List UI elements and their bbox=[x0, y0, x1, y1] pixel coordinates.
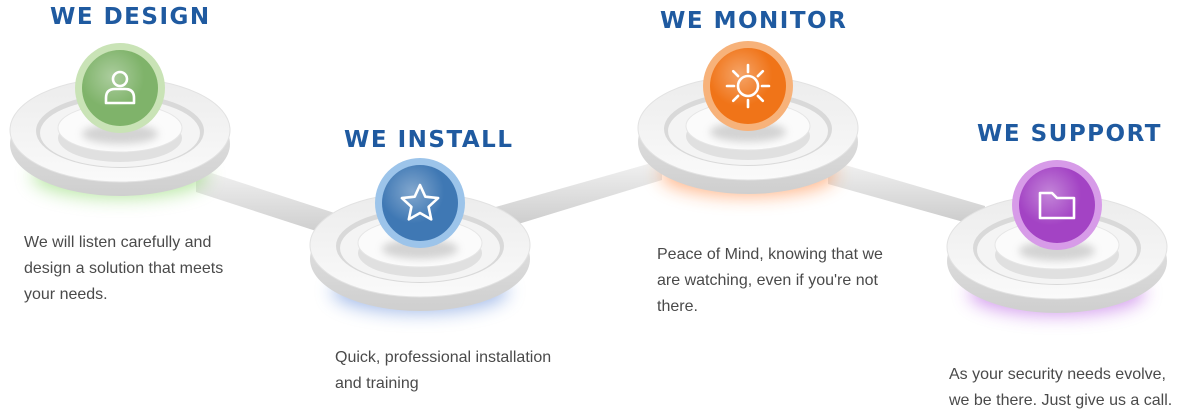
connector-beam bbox=[828, 160, 985, 228]
step-title-design: WE DESIGN bbox=[50, 4, 211, 30]
orb-shadow bbox=[82, 124, 158, 144]
step-node-design bbox=[9, 43, 231, 198]
sun-icon bbox=[725, 63, 771, 109]
step-node-support bbox=[946, 160, 1168, 315]
step-description-install: Quick, professional installation and tra… bbox=[335, 349, 552, 392]
star-icon bbox=[400, 183, 440, 221]
step-title-support: WE SUPPORT bbox=[977, 121, 1162, 147]
folder-icon bbox=[1038, 191, 1076, 220]
icon-orb-shine bbox=[382, 165, 458, 241]
step-title-monitor: WE MONITOR bbox=[660, 8, 848, 34]
connector-beams bbox=[196, 160, 985, 242]
connector-beam bbox=[492, 160, 662, 232]
icon-orb-shine bbox=[1019, 167, 1095, 243]
step-description-monitor: Peace of Mind, knowing that we are watch… bbox=[657, 246, 883, 315]
orb-shadow bbox=[1019, 241, 1095, 261]
person-icon bbox=[104, 70, 136, 105]
orb-shadow bbox=[382, 239, 458, 259]
step-node-install bbox=[309, 158, 531, 313]
step-node-monitor bbox=[637, 41, 859, 196]
step-description-design: We will listen carefully and design a so… bbox=[24, 234, 224, 303]
connector-beam bbox=[196, 168, 350, 242]
icon-orb-shine bbox=[710, 48, 786, 124]
step-title-install: WE INSTALL bbox=[344, 127, 514, 153]
orb-shadow bbox=[710, 122, 786, 142]
step-description-support: As your security needs evolve, we be the… bbox=[949, 366, 1173, 409]
